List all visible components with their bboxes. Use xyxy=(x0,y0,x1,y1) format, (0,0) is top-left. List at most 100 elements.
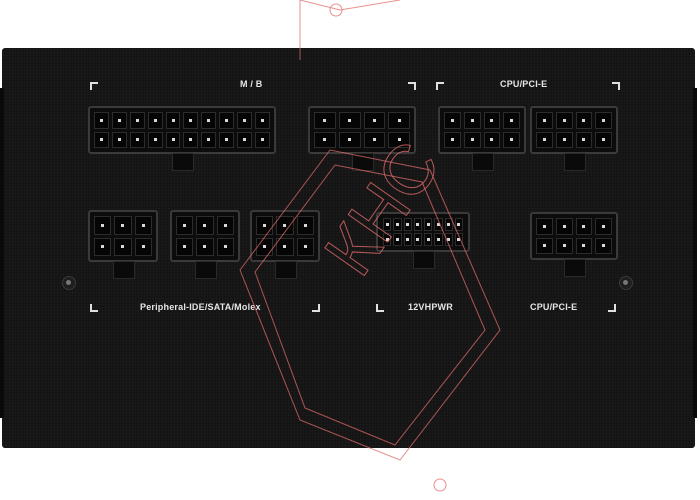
connector-pin xyxy=(555,237,573,254)
connector-pin xyxy=(536,218,553,235)
12vhpwr-label: 12VHPWR xyxy=(408,302,453,312)
12vhpwr-latch xyxy=(413,251,435,269)
connector-pin xyxy=(483,131,501,148)
peripheral-2-latch xyxy=(195,261,217,279)
connector-pin xyxy=(183,131,199,148)
connector-pin xyxy=(219,112,235,129)
cpu-pcie-bottom-label: CPU/PCI-E xyxy=(530,302,578,312)
connector-pin xyxy=(536,131,553,148)
connector-pin xyxy=(575,218,593,235)
connector-pin xyxy=(216,237,234,256)
connector-pin xyxy=(314,131,336,148)
right-edge-tab xyxy=(693,88,697,418)
left-edge-tab xyxy=(0,88,4,418)
hpwr-bracket-bl xyxy=(376,304,384,312)
peripheral-connector-3 xyxy=(250,210,320,279)
connector-pin xyxy=(276,237,294,256)
cpu-pcie-top-label: CPU/PCI-E xyxy=(500,79,548,89)
left-screw xyxy=(62,276,76,290)
connector-pin xyxy=(255,131,270,148)
connector-pin xyxy=(555,112,573,129)
right-screw xyxy=(619,276,633,290)
cpu-top-bracket-tl xyxy=(436,82,444,90)
connector-pin xyxy=(575,112,593,129)
connector-pin xyxy=(454,218,463,231)
mb-main-latch xyxy=(172,153,194,171)
connector-pin xyxy=(463,112,481,129)
connector-pin xyxy=(536,237,553,254)
connector-pin xyxy=(94,131,109,148)
peripheral-1-latch xyxy=(113,261,135,279)
connector-pin xyxy=(129,112,145,129)
connector-pin xyxy=(255,112,270,129)
connector-pin xyxy=(216,216,234,235)
connector-pin xyxy=(276,216,294,235)
connector-pin xyxy=(555,218,573,235)
connector-pin xyxy=(147,131,163,148)
connector-pin xyxy=(444,131,461,148)
mb-aux-connector xyxy=(308,106,416,171)
mb-label: M / B xyxy=(240,79,263,89)
connector-pin xyxy=(444,218,453,231)
peripheral-label: Peripheral-IDE/SATA/Molex xyxy=(140,302,261,312)
connector-pin xyxy=(363,112,386,129)
connector-pin xyxy=(176,237,194,256)
connector-pin xyxy=(388,112,410,129)
connector-pin xyxy=(393,218,402,231)
connector-pin xyxy=(114,237,132,256)
connector-pin xyxy=(94,112,109,129)
connector-pin xyxy=(134,216,152,235)
connector-pin xyxy=(503,112,520,129)
connector-pin xyxy=(165,131,181,148)
cpu-top-1-latch xyxy=(472,153,494,171)
cpu-bottom-latch xyxy=(564,259,586,277)
mb-bracket-tl xyxy=(90,82,98,90)
connector-pin xyxy=(94,237,112,256)
connector-pin xyxy=(314,112,336,129)
connector-pin xyxy=(296,237,314,256)
connector-pin xyxy=(165,112,181,129)
connector-pin xyxy=(403,233,412,246)
connector-pin xyxy=(237,131,253,148)
connector-pin xyxy=(134,237,152,256)
mb-bracket-tr xyxy=(408,82,416,90)
connector-pin xyxy=(111,112,127,129)
connector-pin xyxy=(383,233,392,246)
connector-pin xyxy=(595,218,612,235)
cpu-pcie-top-connector-1 xyxy=(438,106,526,171)
peripheral-connector-2 xyxy=(170,210,240,279)
connector-pin xyxy=(196,216,214,235)
connector-pin xyxy=(595,112,612,129)
connector-pin xyxy=(237,112,253,129)
connector-pin xyxy=(201,112,217,129)
connector-pin xyxy=(256,216,274,235)
connector-pin xyxy=(424,233,433,246)
connector-pin xyxy=(363,131,386,148)
connector-pin xyxy=(434,218,443,231)
connector-pin xyxy=(595,131,612,148)
connector-pin xyxy=(147,112,163,129)
peripheral-bracket-bl xyxy=(90,304,98,312)
connector-pin xyxy=(595,237,612,254)
connector-pin xyxy=(183,112,199,129)
connector-pin xyxy=(338,131,361,148)
connector-pin xyxy=(114,216,132,235)
cpu-pcie-top-connector-2 xyxy=(530,106,618,171)
connector-pin xyxy=(575,237,593,254)
connector-pin xyxy=(413,233,422,246)
connector-pin xyxy=(575,131,593,148)
connector-pin xyxy=(296,216,314,235)
connector-pin xyxy=(483,112,501,129)
cpu-pcie-bottom-connector xyxy=(530,212,618,277)
12vhpwr-connector xyxy=(376,212,470,269)
cpu-bottom-bracket-br xyxy=(608,304,616,312)
psu-modular-panel: M / B CPU/PCI-E xyxy=(0,48,697,448)
connector-pin xyxy=(176,216,194,235)
peripheral-bracket-br xyxy=(312,304,320,312)
connector-pin xyxy=(403,218,412,231)
mb-main-connector xyxy=(88,106,276,171)
connector-pin xyxy=(219,131,235,148)
peripheral-connector-1 xyxy=(88,210,158,279)
cpu-top-bracket-tr xyxy=(612,82,620,90)
